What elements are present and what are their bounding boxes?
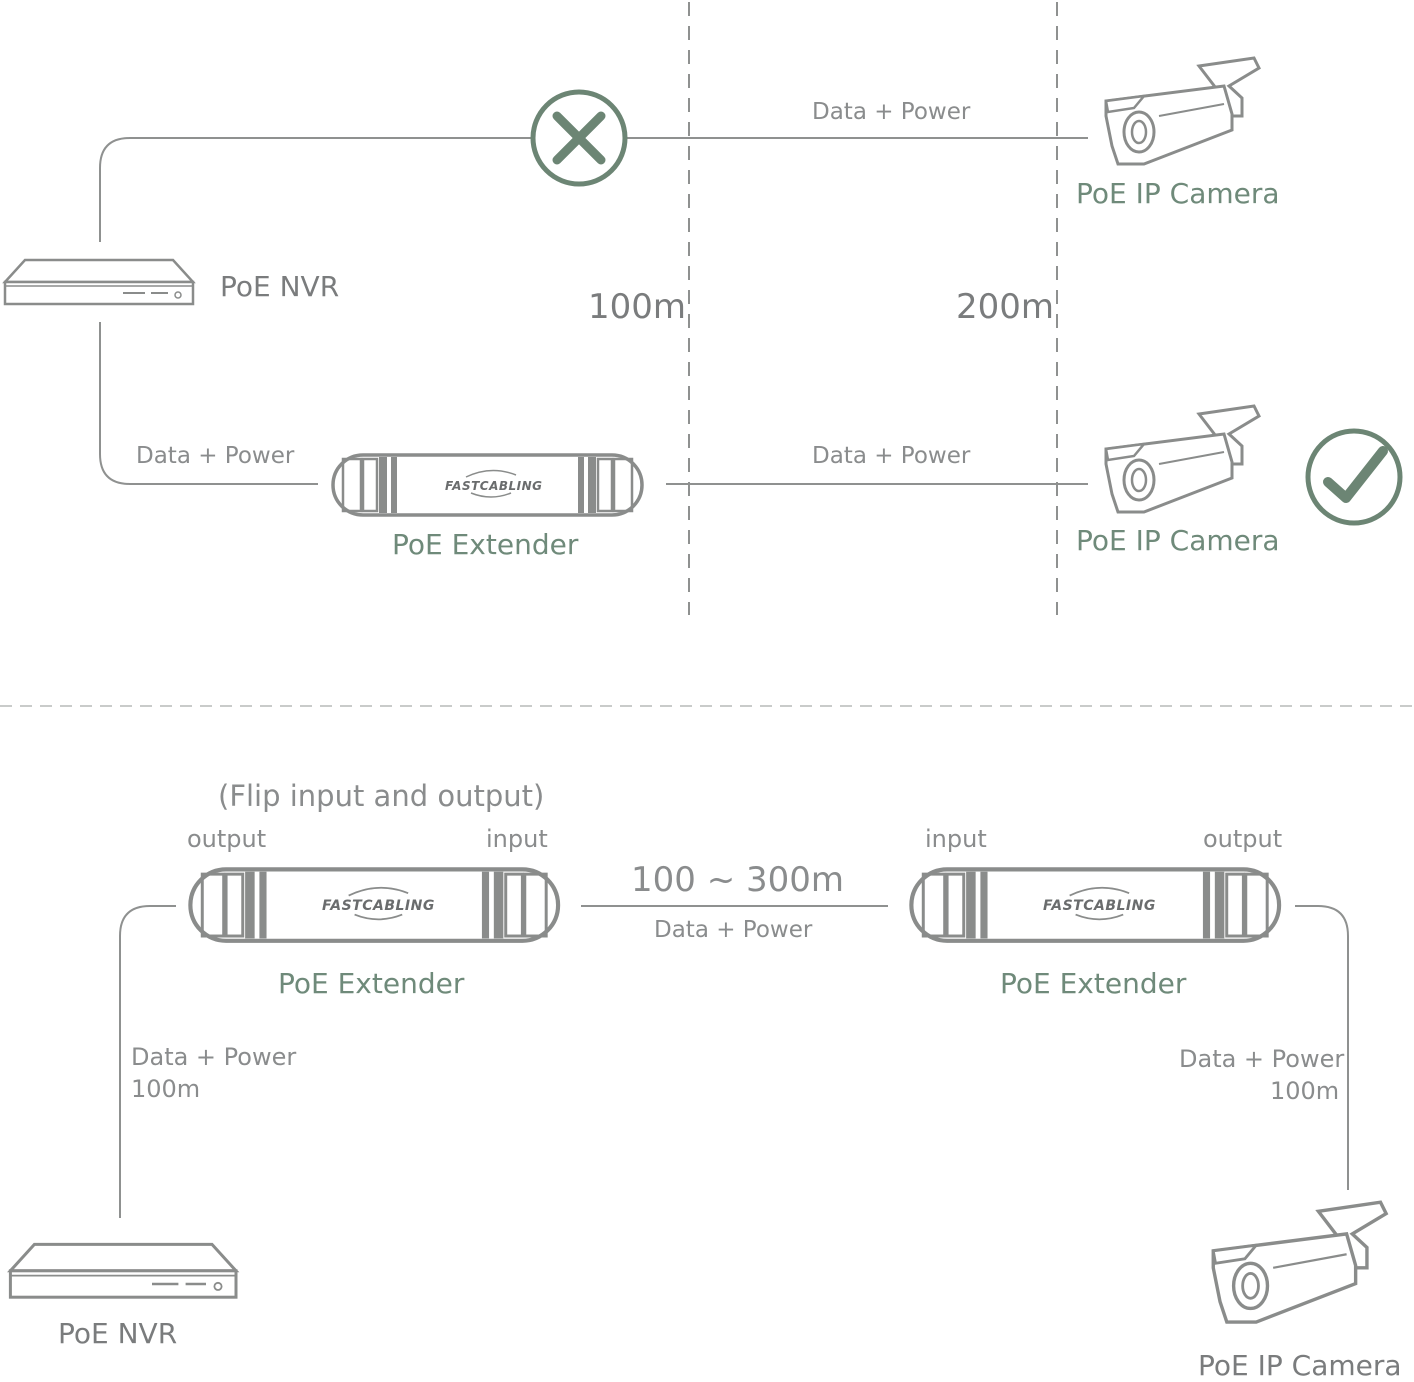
check-circle-icon <box>1305 428 1403 526</box>
nvr-bottom-label: PoE NVR <box>58 1317 178 1350</box>
extender-label: PoE Extender <box>392 528 579 561</box>
camera-upper-label: PoE IP Camera <box>1076 177 1280 210</box>
right-link-label-2: 100m <box>1270 1077 1340 1105</box>
cross-circle-icon <box>530 89 628 187</box>
camera-lower-device <box>1104 404 1261 514</box>
nvr-device-bottom <box>8 1242 238 1299</box>
camera-side-cable <box>1295 905 1349 1190</box>
range-sub-label: Data + Power <box>654 917 813 943</box>
ext1-input-label: input <box>486 825 548 853</box>
lower-cable-near <box>99 322 318 485</box>
ext1-output-label: output <box>187 825 267 853</box>
nvr-side-cable <box>119 905 176 1218</box>
upper-link-label: Data + Power <box>812 99 971 125</box>
nvr-label: PoE NVR <box>220 270 340 303</box>
camera-bottom-label: PoE IP Camera <box>1198 1349 1402 1382</box>
lower-link-near-label: Data + Power <box>136 443 295 469</box>
poe-extender-device-2: FASTCABLING <box>911 869 1279 940</box>
poe-extender-device: FASTCABLING <box>331 453 644 517</box>
poe-extender-device-1: FASTCABLING <box>190 869 558 940</box>
ext2-output-label: output <box>1203 825 1283 853</box>
left-link-label-2: 100m <box>131 1075 201 1103</box>
extender-2-brand: FASTCABLING <box>1043 898 1156 914</box>
flip-note: (Flip input and output) <box>218 779 545 813</box>
lower-link-far-label: Data + Power <box>812 443 971 469</box>
distance-200m-label: 200m <box>956 287 1055 327</box>
right-link-label-1: Data + Power <box>1179 1045 1345 1073</box>
ext2-label: PoE Extender <box>1000 967 1187 1000</box>
camera-lower-label: PoE IP Camera <box>1076 524 1280 557</box>
extender-brand: FASTCABLING <box>445 479 543 493</box>
ext1-label: PoE Extender <box>278 967 465 1000</box>
upper-cable <box>99 137 532 242</box>
distance-100m-label: 100m <box>588 287 687 327</box>
nvr-device <box>3 258 195 306</box>
camera-upper-device <box>1104 56 1261 166</box>
camera-device-bottom <box>1211 1200 1388 1324</box>
ext2-input-label: input <box>925 825 987 853</box>
range-label: 100 ~ 300m <box>631 860 845 900</box>
left-link-label-1: Data + Power <box>131 1043 297 1071</box>
extender-1-brand: FASTCABLING <box>322 898 435 914</box>
